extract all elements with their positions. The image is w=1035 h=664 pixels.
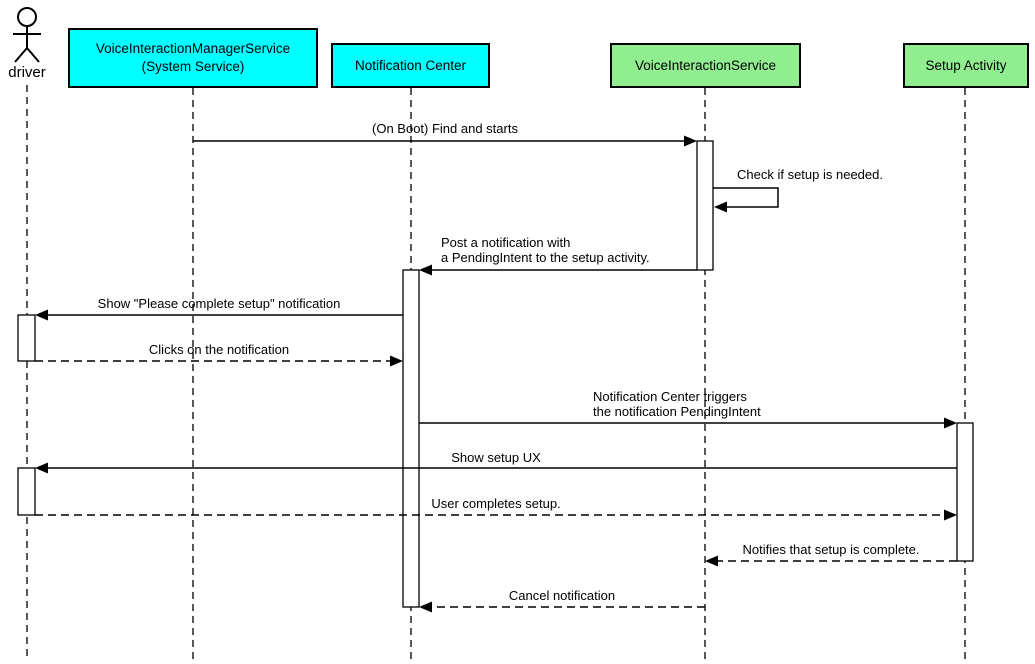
message-label-user-completes-setup: User completes setup.	[431, 496, 561, 511]
message-arrow-on-boot-find-and-starts	[193, 135, 697, 147]
message-arrow-show-please-complete-setup-notification	[35, 309, 403, 321]
activation-driver-1	[17, 314, 36, 362]
message-arrow-post-a-notification	[419, 264, 697, 276]
message-arrow-check-if-setup-is-needed	[713, 187, 779, 213]
message-label-clicks-on-the-notification: Clicks on the notification	[148, 342, 290, 357]
activation-setup-activity	[956, 422, 974, 562]
message-arrow-notifies-setup-complete	[705, 555, 957, 567]
participant-box-voice-interaction-manager-service: VoiceInteractionManagerService (System S…	[68, 28, 318, 88]
message-arrow-user-completes-setup	[35, 509, 957, 521]
activation-driver-2	[17, 467, 36, 516]
message-arrows	[35, 135, 957, 613]
message-label-notifies-setup-complete: Notifies that setup is complete.	[742, 542, 920, 557]
message-label-notification-center-triggers-pendingintent: Notification Center triggers the notific…	[593, 389, 761, 419]
message-label-show-please-complete-setup-notification: Show "Please complete setup" notificatio…	[97, 296, 341, 311]
message-arrow-cancel-notification	[419, 601, 705, 613]
message-label-check-if-setup-is-needed: Check if setup is needed.	[737, 167, 883, 182]
activations	[17, 140, 974, 608]
message-label-cancel-notification: Cancel notification	[508, 588, 616, 603]
actor-driver-icon	[13, 7, 41, 63]
message-arrow-notification-center-triggers-pendingintent	[419, 417, 957, 429]
message-label-on-boot-find-and-starts: (On Boot) Find and starts	[372, 121, 518, 136]
participant-label-driver: driver	[8, 64, 46, 81]
participant-box-voice-interaction-service: VoiceInteractionService	[610, 43, 801, 88]
message-label-post-a-notification: Post a notification with a PendingIntent…	[441, 235, 650, 265]
participant-box-setup-activity: Setup Activity	[903, 43, 1029, 88]
message-arrow-show-setup-ux	[35, 462, 957, 474]
participant-box-notification-center: Notification Center	[331, 43, 490, 88]
activation-voice-interaction-service	[696, 140, 714, 271]
message-arrow-clicks-on-the-notification	[35, 355, 403, 367]
message-label-show-setup-ux: Show setup UX	[451, 450, 541, 465]
activation-notification-center	[402, 269, 420, 608]
